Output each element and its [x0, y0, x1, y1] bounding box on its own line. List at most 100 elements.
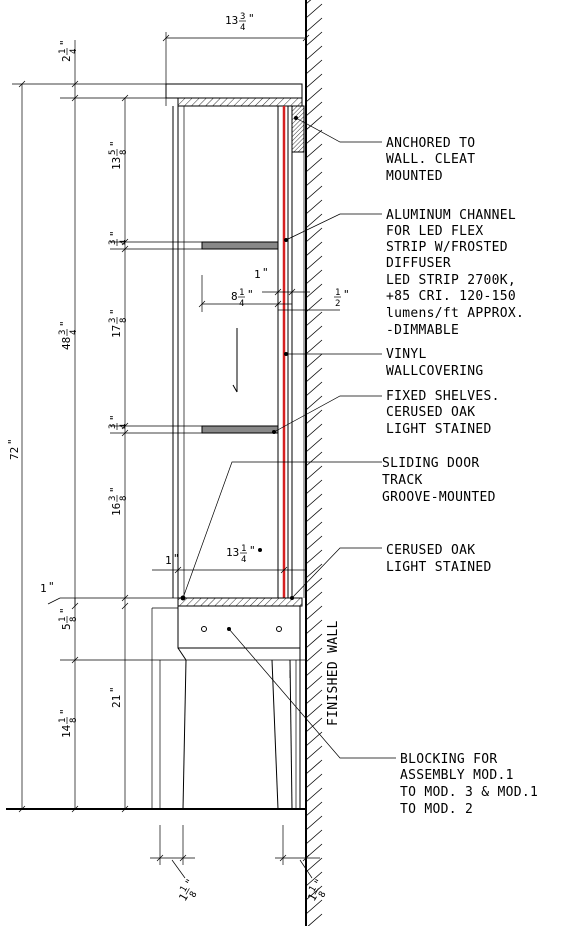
note-track-line3: GROOVE-MOUNTED: [382, 490, 496, 505]
wall-hatch-line: [305, 213, 323, 229]
wall-hatch-line: [305, 745, 323, 761]
wall-hatch-line: [305, 367, 323, 383]
dim-numerator: 3: [58, 330, 68, 335]
note-blocking: BLOCKING FOR ASSEMBLY MOD.1 TO MOD. 3 & …: [400, 752, 538, 817]
wall-hatch-line: [305, 689, 323, 705]
fraction-bar: [185, 888, 190, 895]
wall-hatch-line: [305, 521, 323, 537]
dim-numerator: 1: [335, 288, 340, 298]
wall-hatch-line: [305, 437, 323, 453]
fraction-bar: [314, 888, 319, 895]
wall-hatch-line: [305, 899, 323, 915]
dimension-lines: [12, 32, 340, 879]
inch-mark: ": [58, 607, 71, 614]
note-aluminum: ALUMINUM CHANNEL FOR LED FLEX STRIP W/FR…: [386, 208, 524, 338]
note-vinyl: VINYL WALLCOVERING: [386, 347, 484, 379]
wall-hatch-line: [305, 563, 323, 579]
shelf-upper: [201, 241, 279, 250]
note-cerused: CERUSED OAK LIGHT STAINED: [386, 543, 491, 575]
wall-hatch-line: [305, 829, 323, 845]
wall-hatch-line: [305, 171, 323, 187]
inch-mark: ": [262, 266, 269, 279]
note-aluminum-line2: FOR LED FLEX: [386, 224, 484, 239]
note-aluminum-line4: DIFFUSER: [386, 256, 451, 271]
dim-overall: 72": [6, 438, 21, 460]
wall-hatch-line: [305, 465, 323, 481]
inch-mark: ": [248, 12, 255, 25]
note-aluminum-line7: lumens/ft APPROX.: [386, 306, 524, 321]
wall-hatch-line: [305, 255, 323, 271]
note-track-line2: TRACK: [382, 473, 423, 488]
dim-denominator: 8: [69, 718, 79, 723]
dim-denominator: 4: [239, 299, 244, 309]
note-shelves: FIXED SHELVES. CERUSED OAK LIGHT STAINED: [386, 389, 500, 437]
wall-hatch-line: [305, 619, 323, 635]
wall-hatch-line: [305, 633, 323, 649]
dim-whole: 17: [110, 325, 123, 338]
inch-mark: ": [108, 140, 121, 147]
note-vinyl-line2: WALLCOVERING: [386, 364, 484, 379]
wall-hatch-line: [305, 605, 323, 621]
wall-hatch-line: [305, 703, 323, 719]
dim-whole: 16: [110, 503, 123, 516]
dim-numerator: 1: [179, 884, 190, 894]
dim-denominator: 8: [69, 617, 79, 622]
inch-mark: ": [58, 708, 71, 715]
wall-hatch-line: [305, 45, 323, 61]
dim-whole: 2: [60, 55, 73, 62]
finished-wall-label: FINISHED WALL: [326, 620, 341, 726]
note-cerused-line1: CERUSED OAK: [386, 543, 475, 558]
shelf-lower: [201, 425, 279, 434]
dim-denominator: 4: [119, 240, 129, 245]
wall-hatch-line: [305, 59, 323, 75]
dim-numerator: 1: [58, 49, 68, 54]
wall-hatch-line: [305, 31, 323, 47]
note-shelves-line1: FIXED SHELVES.: [386, 389, 500, 404]
dim-denominator: 8: [317, 890, 328, 900]
note-track: SLIDING DOOR TRACK GROOVE-MOUNTED: [382, 456, 496, 505]
dim-door-offset: 1": [165, 552, 180, 567]
inch-mark: ": [58, 39, 71, 46]
dim-base-top: 1": [40, 580, 55, 595]
wall-hatch-line: [305, 493, 323, 509]
wall-hatch-line: [305, 549, 323, 565]
wall-hatch-line: [305, 395, 323, 411]
note-blocking-line3: TO MOD. 3 & MOD.1: [400, 785, 538, 800]
note-aluminum-line5: LED STRIP 2700K,: [386, 273, 516, 288]
wall-cleat: [291, 105, 305, 153]
inch-mark: ": [108, 414, 121, 421]
inch-mark: ": [108, 486, 121, 493]
wall-hatch-line: [305, 115, 323, 131]
wall-hatch-line: [305, 227, 323, 243]
dim-numerator: 1: [239, 288, 244, 298]
wall-hatch-line: [305, 675, 323, 691]
dim-denominator: 8: [188, 890, 199, 900]
note-aluminum-line1: ALUMINUM CHANNEL: [386, 208, 516, 223]
inch-mark: ": [108, 230, 121, 237]
dim-whole: 13: [226, 546, 239, 559]
wall-hatch-line: [305, 339, 323, 355]
wall-hatch-line: [305, 535, 323, 551]
finished-wall: [305, 0, 323, 926]
wall-hatch-line: [305, 801, 323, 817]
dim-denominator: 4: [241, 555, 246, 565]
wall-hatch-line: [305, 591, 323, 607]
note-aluminum-line6: +85 CRI. 120-150: [386, 289, 516, 304]
wall-hatch-line: [305, 507, 323, 523]
note-shelves-line3: LIGHT STAINED: [386, 422, 492, 437]
dim-denominator: 8: [119, 496, 129, 501]
dim-denominator: 8: [119, 318, 129, 323]
dim-numerator: 3: [108, 318, 118, 323]
wall-hatch-line: [305, 185, 323, 201]
dim-leg-left: 118": [176, 876, 199, 903]
dim-numerator: 3: [240, 12, 245, 22]
wall-hatch-line: [305, 283, 323, 299]
